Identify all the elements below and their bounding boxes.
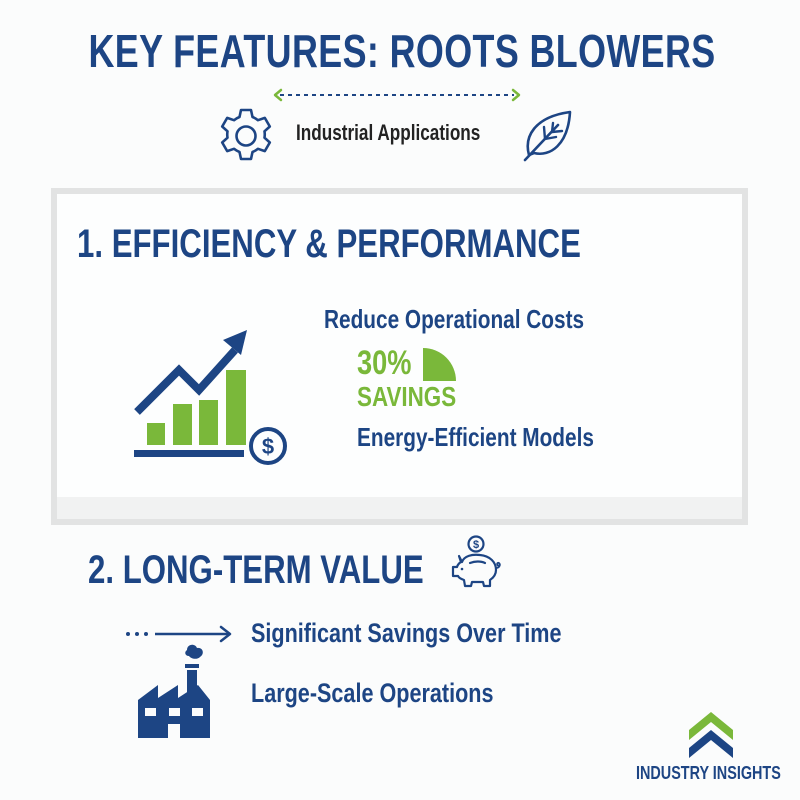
gear-icon bbox=[220, 108, 272, 161]
leaf-icon bbox=[523, 110, 572, 162]
panel-footer-strip bbox=[57, 497, 742, 519]
industrial-applications-label: Industrial Applications bbox=[296, 120, 481, 145]
factory-icon bbox=[138, 644, 210, 738]
section2-title: 2. LONG-TERM VALUE bbox=[88, 548, 424, 592]
savings-label: SAVINGS bbox=[357, 381, 457, 412]
dotted-double-arrow-icon bbox=[273, 88, 521, 102]
chevron-up-logo-icon bbox=[689, 712, 733, 758]
svg-text:$: $ bbox=[262, 434, 274, 459]
page-title-text: KEY FEATURES: ROOTS BLOWERS bbox=[88, 25, 716, 77]
reduce-costs-heading: Reduce Operational Costs bbox=[324, 304, 585, 334]
arrow-right-icon bbox=[126, 625, 232, 643]
efficiency-performance-panel: 1. EFFICIENCY & PERFORMANCE $ Reduce Ope… bbox=[51, 188, 748, 525]
section1-title: 1. EFFICIENCY & PERFORMANCE bbox=[77, 222, 581, 266]
brand-name: INDUSTRY INSIGHTS bbox=[636, 763, 781, 783]
quarter-pie-icon bbox=[423, 348, 456, 381]
growth-chart-dollar-icon: $ bbox=[134, 330, 287, 465]
piggy-bank-icon: $ bbox=[451, 535, 501, 588]
list-item-significant-savings: Significant Savings Over Time bbox=[251, 618, 562, 648]
energy-efficient-models-label: Energy-Efficient Models bbox=[357, 422, 594, 452]
svg-text:$: $ bbox=[473, 539, 479, 551]
page-title: KEY FEATURES: ROOTS BLOWERS bbox=[0, 24, 800, 78]
list-item-large-scale-operations: Large-Scale Operations bbox=[251, 678, 494, 708]
savings-percentage: 30% bbox=[357, 344, 412, 382]
